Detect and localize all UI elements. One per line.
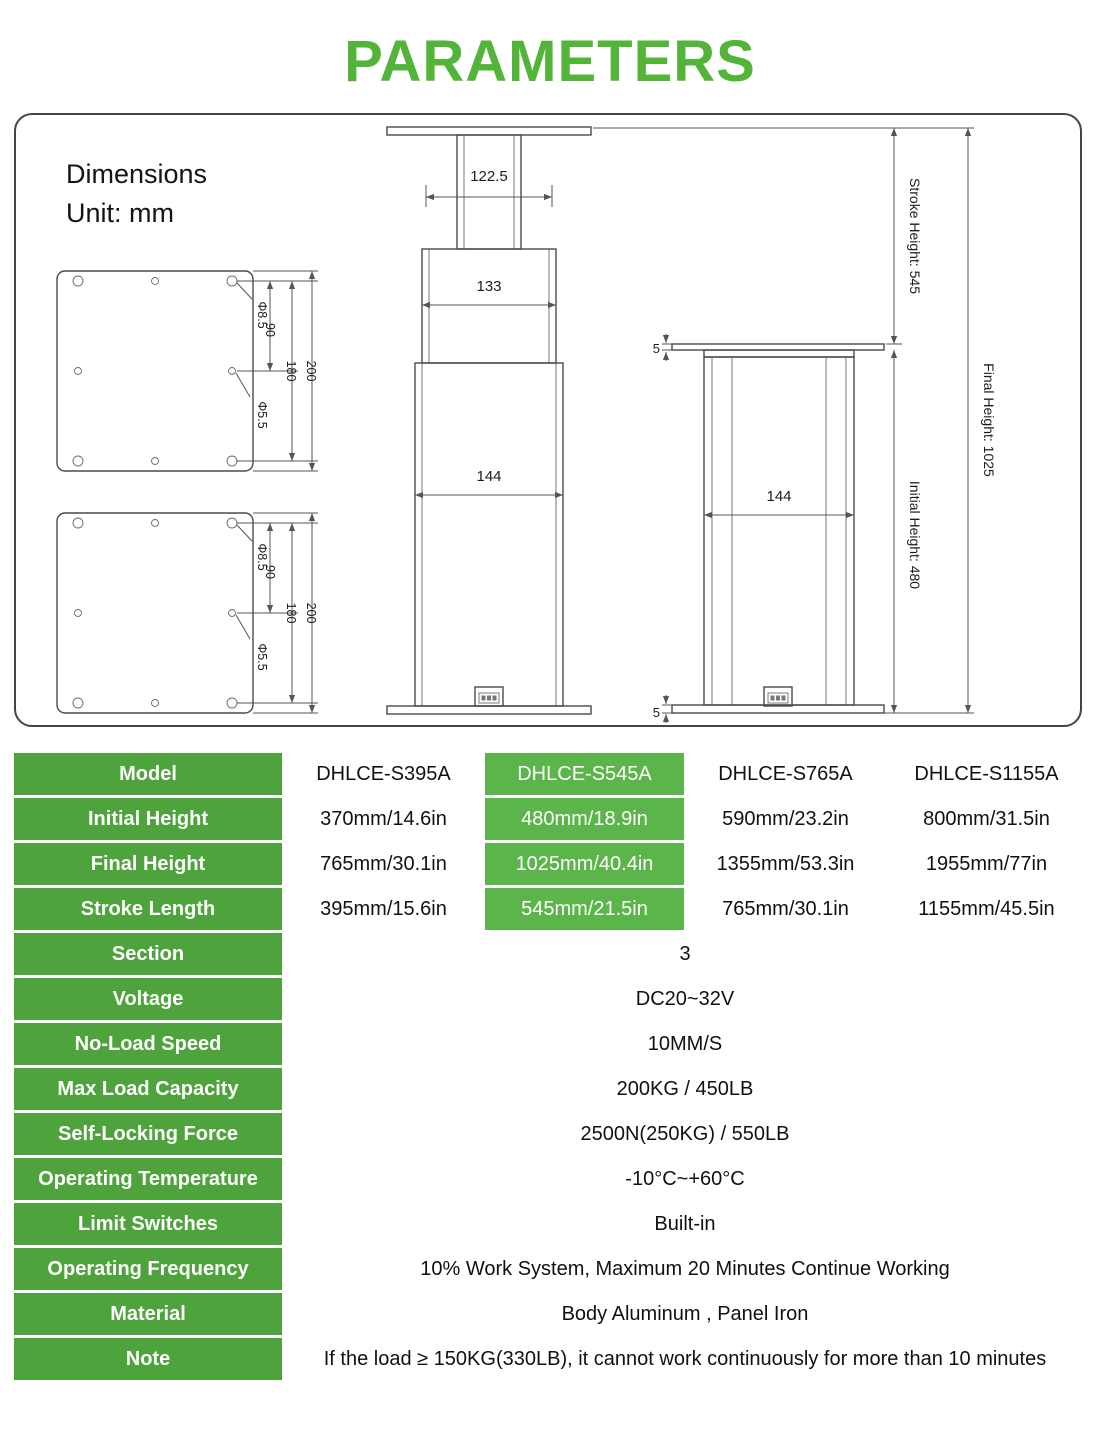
spec-table-value: -10°C~+60°C (284, 1158, 1086, 1200)
spec-table-value: 200KG / 450LB (284, 1068, 1086, 1110)
spec-table-cell-highlighted: DHLCE-S545A (485, 753, 684, 795)
dimensions-heading-line1: Dimensions (66, 159, 208, 189)
retracted-width-label: 144 (766, 488, 791, 505)
dimensions-heading: Dimensions Unit: mm (66, 155, 207, 233)
page-title: PARAMETERS (344, 29, 756, 94)
technical-drawing: Φ8.5 90 Φ5.5 180 200 (56, 126, 997, 723)
column-extended-drawing: 122.5 133 144 (386, 126, 592, 715)
spec-table-cell: 1955mm/77in (887, 843, 1086, 885)
spec-table-cell: 800mm/31.5in (887, 798, 1086, 840)
power-connector-icon (763, 686, 793, 707)
column-retracted-drawing: 5 144 5 (653, 334, 885, 723)
retracted-top-plate-thickness-label: 5 (653, 341, 660, 356)
spec-table-value: 10MM/S (284, 1023, 1086, 1065)
plate-bottom-hole-large-label: Φ8.5 (255, 543, 269, 570)
plate-top-pitch-label: 90 (263, 323, 277, 337)
spec-table-label-operating-frequency: Operating Frequency (14, 1248, 282, 1290)
spec-table-label-model: Model (14, 753, 282, 795)
spec-table-value: Built-in (284, 1203, 1086, 1245)
spec-table-label-section: Section (14, 933, 282, 975)
plate-top-span-label: 180 (284, 361, 298, 382)
retracted-bottom-plate-thickness-label: 5 (653, 705, 660, 720)
plate-bottom-width-label: 200 (304, 603, 318, 624)
plate-bottom-span-label: 180 (284, 603, 298, 624)
plate-top-hole-small-label: Φ5.5 (255, 401, 269, 428)
spec-table-label-note: Note (14, 1338, 282, 1380)
spec-table-label-operating-temperature: Operating Temperature (14, 1158, 282, 1200)
spec-table-value: Body Aluminum , Panel Iron (284, 1293, 1086, 1335)
spec-table-cell: 1155mm/45.5in (887, 888, 1086, 930)
spec-table-value: If the load ≥ 150KG(330LB), it cannot wo… (284, 1338, 1086, 1380)
mounting-plate-top-drawing: Φ8.5 90 Φ5.5 180 200 (56, 270, 318, 472)
spec-table-label-initial-height: Initial Height (14, 798, 282, 840)
mounting-plate-bottom-drawing: Φ8.5 90 Φ5.5 180 200 (56, 512, 318, 714)
spec-table-label-voltage: Voltage (14, 978, 282, 1020)
dimensions-diagram-panel: Dimensions Unit: mm (14, 113, 1082, 727)
spec-table-cell: 395mm/15.6in (284, 888, 483, 930)
height-dimensions: Stroke Height: 545 Initial Height: 480 F… (593, 127, 997, 714)
spec-table-cell: 765mm/30.1in (686, 888, 885, 930)
dimensions-heading-line2: Unit: mm (66, 198, 174, 229)
spec-table-label-max-load-capacity: Max Load Capacity (14, 1068, 282, 1110)
spec-table-cell: DHLCE-S1155A (887, 753, 1086, 795)
spec-table-label-stroke-length: Stroke Length (14, 888, 282, 930)
spec-table-cell-highlighted: 545mm/21.5in (485, 888, 684, 930)
plate-bottom-hole-small-label: Φ5.5 (255, 643, 269, 670)
plate-bottom-pitch-label: 90 (263, 565, 277, 579)
spec-table-label-material: Material (14, 1293, 282, 1335)
spec-table-cell: 765mm/30.1in (284, 843, 483, 885)
spec-table-label-limit-switches: Limit Switches (14, 1203, 282, 1245)
spec-table-value: 2500N(250KG) / 550LB (284, 1113, 1086, 1155)
initial-height-label: Initial Height: 480 (907, 481, 923, 589)
extended-base-width-label: 144 (476, 468, 501, 485)
plate-top-hole-large-label: Φ8.5 (255, 301, 269, 328)
spec-table-cell: 370mm/14.6in (284, 798, 483, 840)
spec-table: Model DHLCE-S395A DHLCE-S545A DHLCE-S765… (14, 753, 1086, 1380)
spec-table-cell: DHLCE-S395A (284, 753, 483, 795)
spec-table-cell: DHLCE-S765A (686, 753, 885, 795)
power-connector-icon (474, 686, 504, 707)
plate-top-width-label: 200 (304, 361, 318, 382)
spec-table-cell-highlighted: 1025mm/40.4in (485, 843, 684, 885)
extended-top-width-label: 122.5 (470, 168, 508, 185)
spec-table-cell: 1355mm/53.3in (686, 843, 885, 885)
spec-table-label-no-load-speed: No-Load Speed (14, 1023, 282, 1065)
final-height-label: Final Height: 1025 (981, 363, 997, 477)
spec-table-label-self-locking-force: Self-Locking Force (14, 1113, 282, 1155)
stroke-height-label: Stroke Height: 545 (907, 178, 923, 294)
spec-table-value: DC20~32V (284, 978, 1086, 1020)
spec-table-label-final-height: Final Height (14, 843, 282, 885)
spec-table-value: 10% Work System, Maximum 20 Minutes Cont… (284, 1248, 1086, 1290)
spec-table-cell: 590mm/23.2in (686, 798, 885, 840)
spec-table-value: 3 (284, 933, 1086, 975)
spec-table-cell-highlighted: 480mm/18.9in (485, 798, 684, 840)
extended-mid-width-label: 133 (476, 278, 501, 295)
